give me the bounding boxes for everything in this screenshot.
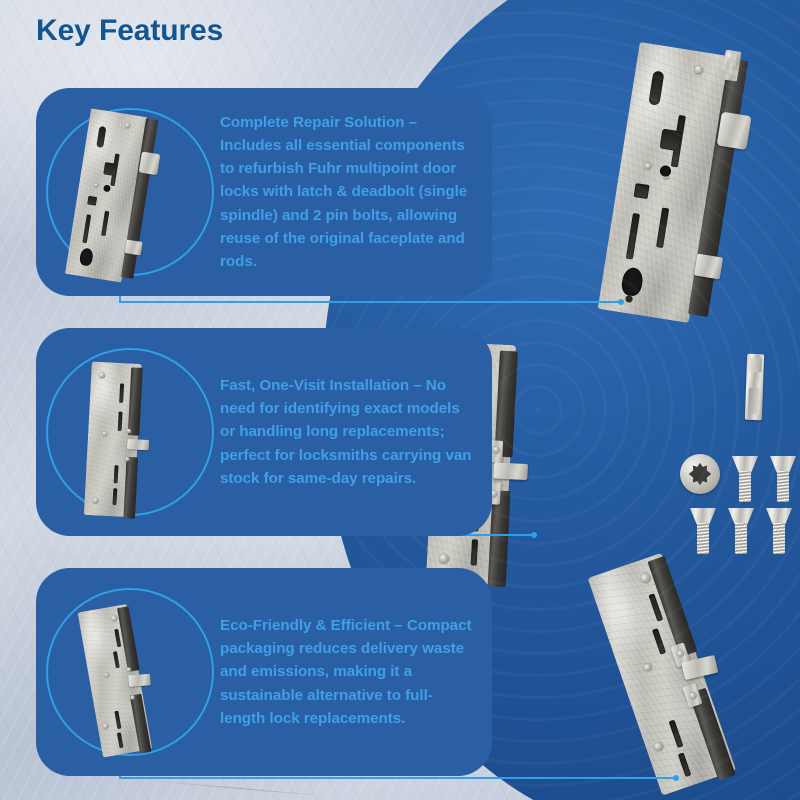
hardware-countersunk-screw xyxy=(766,508,792,554)
feature-card-eco-friendly-and-efficient: Eco-Friendly & Efficient – Compact packa… xyxy=(36,568,492,776)
hardware-torx-screw-head xyxy=(680,454,720,494)
feature-medallion-2 xyxy=(46,348,214,519)
feature-card-complete-repair-solution: Complete Repair Solution – Includes all … xyxy=(36,88,492,296)
feature-text-eco-friendly-and-efficient: Eco-Friendly & Efficient – Compact packa… xyxy=(220,617,472,727)
feature-text-complete-repair-solution: Complete Repair Solution – Includes all … xyxy=(220,114,468,270)
medallion-image-fuhr-pin-bolt-gearbox xyxy=(83,361,162,519)
hardware-countersunk-screw xyxy=(690,508,716,554)
hardware-driver-bit xyxy=(744,353,765,421)
feature-medallion-3 xyxy=(46,588,214,758)
medallion-image-fuhr-gearbox-latch-deadbolt xyxy=(60,108,172,287)
page-title: Key Features xyxy=(36,14,224,47)
product-main-multipoint-gearbox xyxy=(590,41,771,330)
hardware-countersunk-screw xyxy=(728,508,754,554)
medallion-image-fuhr-pin-bolt-gearbox-angled xyxy=(77,600,173,758)
hardware-countersunk-screw xyxy=(732,456,758,502)
feature-card-fast-one-visit-installation: Fast, One-Visit Installation – No need f… xyxy=(36,328,492,536)
product-pin-bolt-gearbox-lower xyxy=(587,542,767,796)
feature-text-fast-one-visit-installation: Fast, One-Visit Installation – No need f… xyxy=(220,377,472,487)
hardware-countersunk-screw xyxy=(770,456,796,502)
feature-medallion-1 xyxy=(46,108,214,283)
